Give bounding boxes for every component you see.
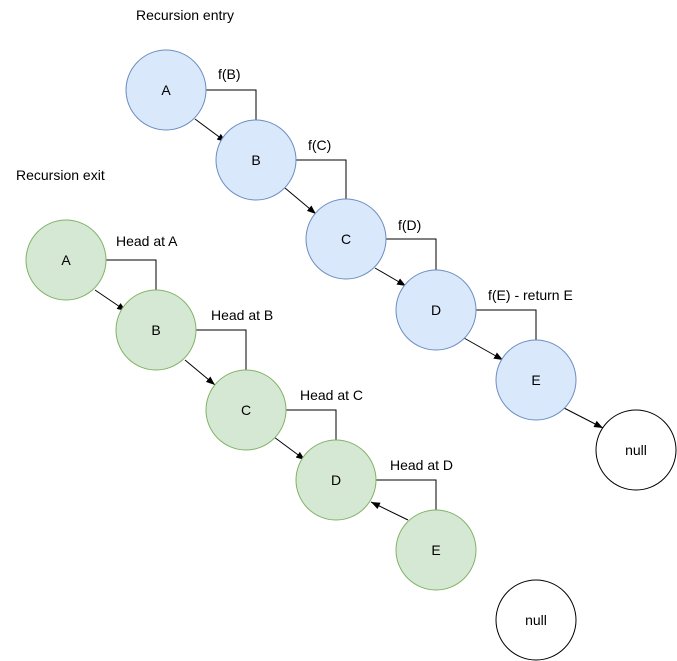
entry-call-connector-c-d	[386, 238, 437, 270]
exit-head-connector-c-d	[286, 409, 337, 440]
entry-call-label-2: f(C)	[308, 137, 331, 153]
exit-node-b-label: B	[151, 322, 160, 338]
exit-arrow-b-c	[184, 359, 216, 386]
entry-node-a-label: A	[161, 82, 171, 98]
entry-arrow-c-d	[374, 267, 407, 287]
exit-arrow-a-b	[94, 289, 127, 312]
exit-node-a-label: A	[61, 252, 71, 268]
exit-node-d-label: D	[331, 472, 341, 488]
entry-call-connector-b-c	[296, 159, 347, 199]
exit-node-e: E	[395, 509, 477, 591]
exit-head-connector-a-b	[106, 259, 157, 291]
entry-node-d: D	[395, 269, 477, 351]
entry-node-d-label: D	[431, 302, 441, 318]
entry-call-connector-a-b	[206, 89, 257, 122]
exit-node-c: C	[205, 369, 287, 451]
exit-head-label-3: Head at C	[300, 387, 363, 403]
entry-call-label-4: f(E) - return E	[488, 287, 573, 303]
entry-node-e-label: E	[531, 372, 540, 388]
entry-node-null-label: null	[625, 442, 647, 458]
entry-node-c: C	[305, 198, 387, 280]
exit-node-null: null	[495, 579, 577, 661]
exit-arrow-c-d	[273, 436, 306, 461]
entry-node-c-label: C	[341, 231, 351, 247]
exit-node-b: B	[115, 289, 197, 371]
entry-arrow-b-c	[284, 187, 317, 215]
exit-node-null-label: null	[525, 612, 547, 628]
recursion-exit-title: Recursion exit	[16, 167, 105, 183]
exit-node-c-label: C	[241, 402, 251, 418]
exit-head-label-4: Head at D	[390, 457, 453, 473]
exit-head-connector-d-e	[376, 479, 437, 510]
exit-head-label-2: Head at B	[211, 307, 273, 323]
entry-node-e: E	[495, 339, 577, 421]
recursion-entry-title: Recursion entry	[136, 7, 234, 23]
exit-head-connector-b-c	[196, 329, 247, 370]
entry-arrow-e-null	[563, 407, 604, 429]
entry-arrow-a-b	[194, 118, 227, 143]
entry-call-label-1: f(B)	[218, 66, 241, 82]
exit-node-a: A	[25, 219, 107, 301]
exit-arrow-e-d	[370, 501, 409, 521]
entry-arrow-d-e	[463, 337, 504, 361]
entry-node-b-label: B	[251, 152, 260, 168]
exit-group: A B C D E null Head at A Head at B Head …	[25, 219, 577, 661]
entry-node-a: A	[125, 49, 207, 131]
entry-call-connector-d-e	[476, 309, 537, 340]
exit-node-e-label: E	[431, 542, 440, 558]
entry-node-b: B	[215, 119, 297, 201]
exit-head-label-1: Head at A	[116, 233, 178, 249]
entry-call-label-3: f(D)	[398, 217, 421, 233]
entry-node-null: null	[595, 409, 677, 491]
exit-node-d: D	[295, 439, 377, 521]
entry-group: A B C D E null f(B) f(C) f(D) f(E) - ret…	[125, 49, 677, 491]
